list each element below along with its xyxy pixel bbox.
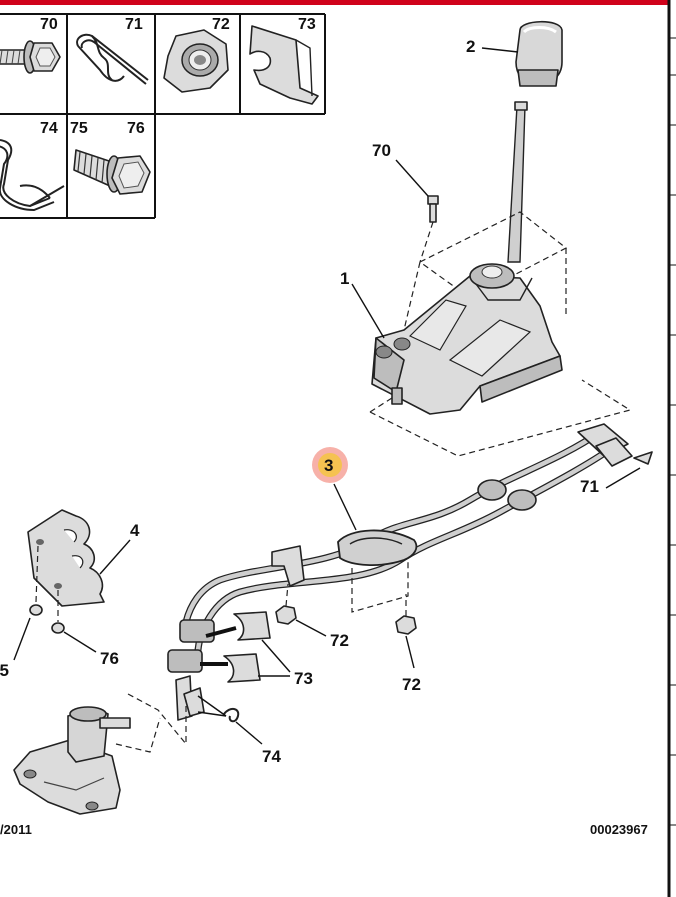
callout-71: 71 xyxy=(580,477,599,496)
callout-73: 73 xyxy=(294,669,313,688)
leader-4 xyxy=(99,539,131,575)
leader-74b xyxy=(197,711,227,717)
header-label-70: 70 xyxy=(40,16,58,33)
wire-clip-74-icon xyxy=(0,139,65,212)
nut-72b-main xyxy=(395,615,417,635)
leader-75 xyxy=(13,617,31,661)
leader-72b xyxy=(405,635,415,669)
callout-2: 2 xyxy=(466,37,475,56)
leader-71 xyxy=(605,467,641,489)
header-label-76: 76 xyxy=(127,120,145,137)
footer-reference: 00023967 xyxy=(590,822,648,837)
callout-76: 76 xyxy=(100,649,119,668)
callout-74: 74 xyxy=(262,747,281,766)
callout-3: 3 xyxy=(324,456,333,475)
header-label-74: 74 xyxy=(40,120,58,137)
clip-73-upper xyxy=(233,611,271,641)
callout-1: 1 xyxy=(340,269,349,288)
clip-71-main xyxy=(633,451,653,465)
leader-74c xyxy=(235,721,263,745)
cable-bracket xyxy=(271,529,418,587)
callout-3-highlight-core xyxy=(318,453,342,477)
screw-76-icon xyxy=(73,149,151,195)
leader-2 xyxy=(481,47,519,53)
leader-73a xyxy=(261,639,291,673)
gearbox-selector-housing xyxy=(13,706,131,815)
header-label-73: 73 xyxy=(298,16,316,33)
parts-header-grid: 70 71 72 73 74 75 76 xyxy=(0,13,326,219)
callout-72a: 72 xyxy=(330,631,349,650)
top-red-bar xyxy=(0,0,668,5)
bracket-dash-box xyxy=(351,560,409,613)
nut-72-icon xyxy=(163,29,229,93)
callout-4: 4 xyxy=(130,521,140,540)
clip-plate-73-icon xyxy=(249,25,319,105)
nut-72a-main xyxy=(275,605,297,625)
leader-70 xyxy=(395,159,429,197)
callout-72b: 72 xyxy=(402,675,421,694)
leader-76 xyxy=(63,631,97,653)
callout-70: 70 xyxy=(372,141,391,160)
bracket-4 xyxy=(27,509,105,607)
gear-lever-rod xyxy=(507,101,528,263)
leader-72a xyxy=(295,619,327,637)
bolt-70-main xyxy=(427,195,439,223)
bolt-70-icon xyxy=(0,40,61,74)
leader-74a xyxy=(197,695,227,717)
header-label-71: 71 xyxy=(125,16,143,33)
cable-end-fittings xyxy=(167,619,237,721)
gearbox-dash-lines xyxy=(115,693,187,753)
header-label-72: 72 xyxy=(212,16,230,33)
lever-housing-1 xyxy=(371,263,563,415)
footer-date: /2011 xyxy=(0,822,32,837)
spring-clip-71-icon xyxy=(76,33,149,85)
callout-75: 75 xyxy=(0,661,9,680)
leader-3 xyxy=(333,483,357,531)
bolt-70-dash xyxy=(419,221,434,263)
gear-knob-2 xyxy=(515,20,563,87)
right-border-ticks xyxy=(669,37,676,826)
clip-73-lower xyxy=(223,653,261,683)
lever-housing-dash-box xyxy=(369,211,632,457)
header-label-75: 75 xyxy=(70,120,88,137)
screw-76-main xyxy=(51,622,65,634)
screw-75-main xyxy=(29,604,43,616)
nut-72a-dash xyxy=(285,583,289,607)
clip-74-main xyxy=(223,708,240,723)
leader-1 xyxy=(351,283,385,339)
